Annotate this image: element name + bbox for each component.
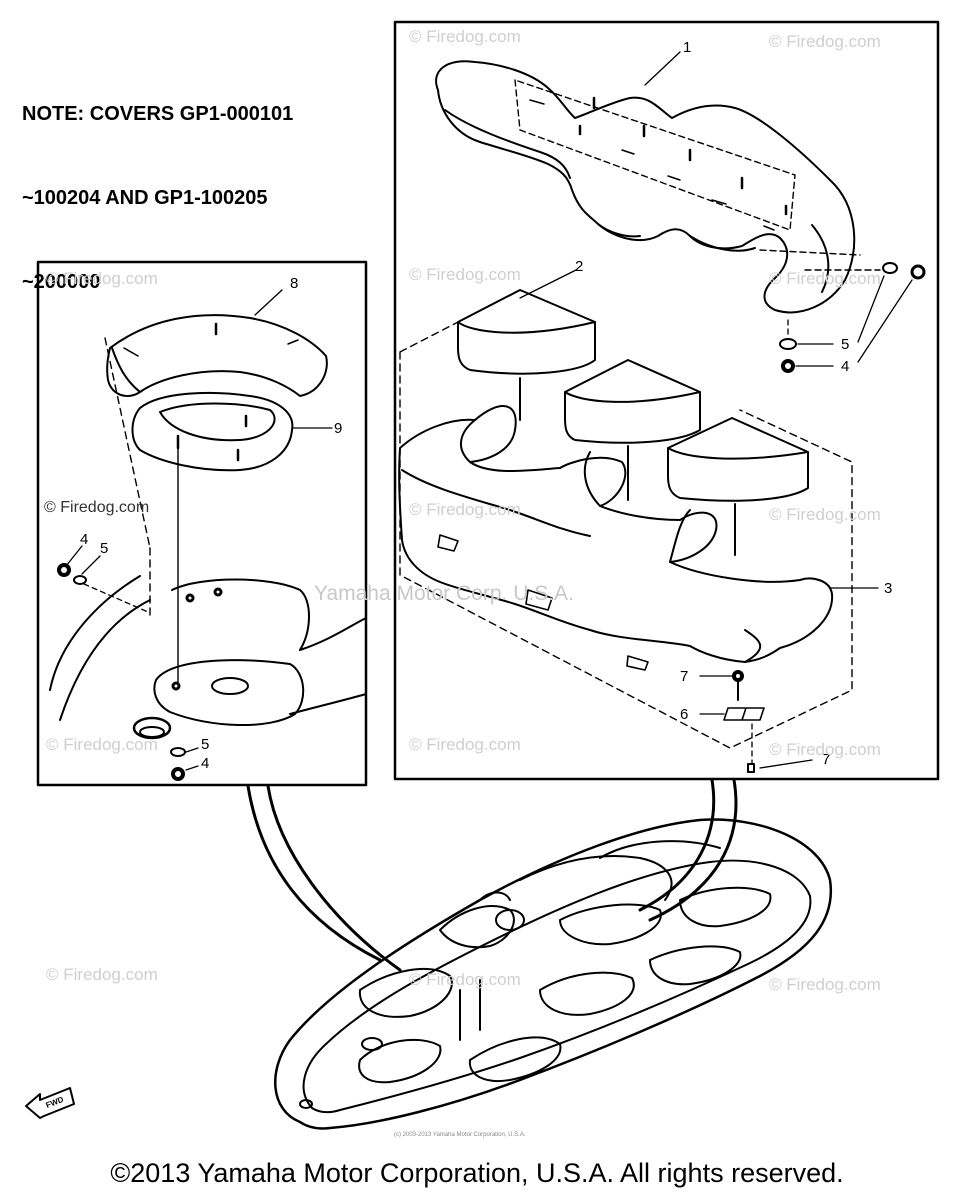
copyright-footer: ©2013 Yamaha Motor Corporation, U.S.A. A… (110, 1158, 844, 1188)
watermark-firedog: © Firedog.com (769, 740, 881, 759)
note-line-1: NOTE: COVERS GP1-000101 (22, 103, 294, 125)
watermarks: © Firedog.com © Firedog.com © Firedog.co… (44, 27, 881, 1138)
part-8-cushion (106, 314, 328, 397)
watermark-firedog: © Firedog.com (409, 970, 521, 989)
parts-diagram: 1 2 3 5 4 7 6 7 8 9 4 5 5 4 © Firedog.co… (25, 20, 940, 1138)
right-detail-frame (393, 20, 940, 781)
watermark-firedog: © Firedog.com (46, 735, 158, 754)
watermark-firedog: © Firedog.com (769, 975, 881, 994)
callout-5-lower: 5 (201, 736, 209, 753)
callout-labels: 1 2 3 5 4 7 6 7 8 9 4 5 5 4 (80, 39, 892, 772)
note-line-3: ~200000 (22, 271, 101, 293)
left-detail-frame (36, 260, 368, 787)
callout-2: 2 (575, 258, 583, 275)
note-line-2: ~100204 AND GP1-100205 (22, 187, 268, 209)
watermark-firedog: © Firedog.com (409, 500, 521, 519)
forward-arrow-icon (25, 1087, 75, 1119)
watermark-firedog: © Firedog.com (46, 965, 158, 984)
watermark-firedog: © Firedog.com (769, 269, 881, 288)
part-3-seat-base (398, 405, 834, 671)
part-1-seat-cover (435, 60, 881, 314)
callout-7-top: 7 (680, 668, 688, 685)
coverage-note: NOTE: COVERS GP1-000101 ~100204 AND GP1-… (22, 44, 293, 324)
part-2-seat-pads (457, 289, 809, 556)
left-hardware (57, 545, 199, 781)
callout-4-lower: 4 (201, 755, 209, 772)
console-base (49, 575, 367, 740)
boat-hull (274, 818, 833, 1130)
callout-3: 3 (884, 580, 892, 597)
callout-8: 8 (290, 275, 298, 292)
watermark-firedog: © Firedog.com (409, 265, 521, 284)
watermark-firedog: © Firedog.com (46, 269, 158, 288)
watermark-firedog: © Firedog.com (769, 32, 881, 51)
watermark-firedog: © Firedog.com (769, 505, 881, 524)
callout-7-bottom: 7 (822, 751, 830, 768)
callout-5-left: 5 (100, 540, 108, 557)
callout-1: 1 (683, 39, 691, 56)
watermark-yamaha: Yamaha Motor Corp. U.S.A. (314, 582, 574, 605)
watermark-firedog: © Firedog.com (409, 735, 521, 754)
part-9-seat-cover (131, 391, 294, 472)
callout-4-right: 4 (841, 358, 849, 375)
watermark-firedog: © Firedog.com (409, 27, 521, 46)
callout-4-left: 4 (80, 531, 88, 548)
callout-5-right: 5 (841, 336, 849, 353)
watermark-tiny: (c) 2003-2013 Yamaha Motor Corporation, … (394, 1132, 526, 1138)
callout-6: 6 (680, 706, 688, 723)
callout-9: 9 (334, 420, 342, 437)
watermark-firedog-dark: © Firedog.com (44, 499, 149, 516)
right-hardware (699, 262, 926, 773)
